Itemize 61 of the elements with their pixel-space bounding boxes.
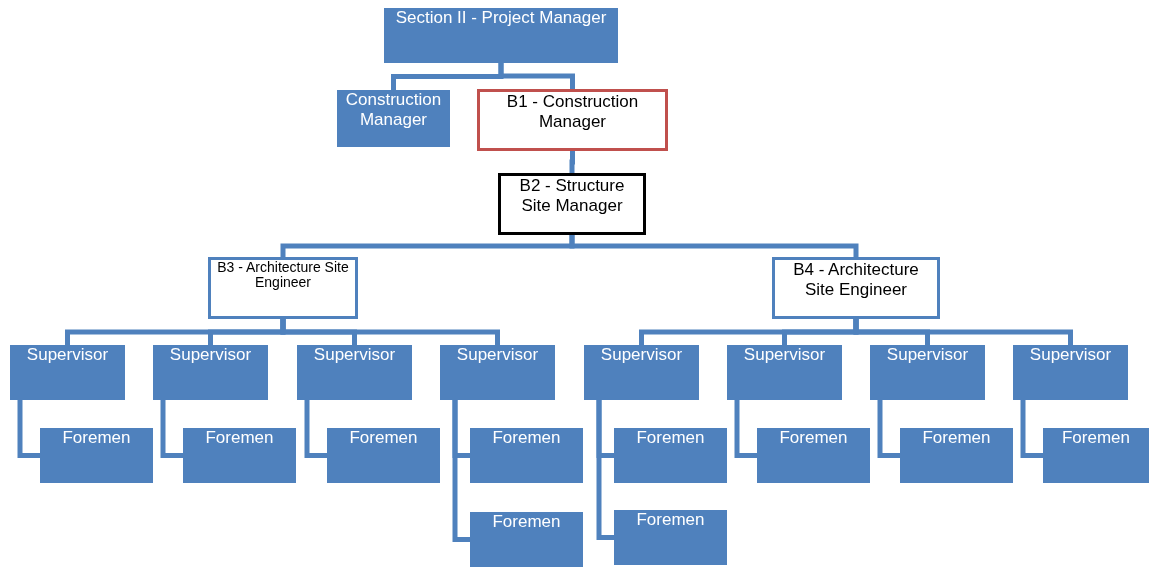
- connector-line: [877, 400, 900, 458]
- connector-line: [160, 400, 183, 458]
- org-box: [727, 345, 842, 400]
- org-box: [153, 345, 268, 400]
- connector-line: [304, 400, 327, 458]
- role-title: Construction Manager: [344, 90, 443, 131]
- role-title: Foremen: [349, 428, 418, 449]
- role-title: Foremen: [62, 428, 131, 449]
- connector-line: [1020, 400, 1043, 458]
- role-title: Foremen: [779, 428, 848, 449]
- org-box: [477, 89, 668, 151]
- role-title: B3 - Architecture Site Engineer: [216, 260, 350, 291]
- connector-line: [596, 400, 614, 540]
- org-box: [470, 428, 583, 483]
- org-box: [208, 257, 358, 319]
- role-title: Foremen: [492, 512, 561, 533]
- org-box: [1013, 345, 1128, 400]
- role-title: Supervisor: [313, 345, 396, 366]
- org-box: [772, 257, 940, 319]
- org-box: [614, 510, 727, 565]
- org-box: [40, 428, 153, 483]
- role-title: Foremen: [205, 428, 274, 449]
- role-title: Supervisor: [1029, 345, 1112, 366]
- org-box: [384, 8, 618, 63]
- org-box: [470, 512, 583, 567]
- role-title: B1 - Construction Manager: [505, 92, 640, 133]
- org-box: [757, 428, 870, 483]
- role-title: Foremen: [492, 428, 561, 449]
- org-box: [337, 90, 450, 147]
- connector-line: [734, 400, 757, 458]
- org-box: [498, 173, 646, 235]
- role-title: Supervisor: [169, 345, 252, 366]
- connector-line: [569, 235, 859, 257]
- role-title: Foremen: [636, 510, 705, 531]
- org-box: [614, 428, 727, 483]
- role-title: Supervisor: [26, 345, 109, 366]
- org-box: [870, 345, 985, 400]
- org-box: [584, 345, 699, 400]
- connector-line: [853, 319, 1073, 345]
- connector-line: [569, 151, 575, 173]
- role-title: Supervisor: [600, 345, 683, 366]
- role-title: Foremen: [1062, 428, 1130, 449]
- connector-line: [498, 63, 575, 89]
- org-box: [900, 428, 1013, 483]
- role-title: Supervisor: [456, 345, 539, 366]
- org-box: [440, 345, 555, 400]
- org-box: [1043, 428, 1149, 483]
- role-title: B2 - Structure Site Manager: [518, 176, 626, 217]
- role-title: Foremen: [636, 428, 705, 449]
- role-title: Supervisor: [743, 345, 826, 366]
- connector-line: [17, 400, 40, 458]
- org-box: [297, 345, 412, 400]
- org-box: [183, 428, 296, 483]
- role-title: Section II - Project Manager: [395, 8, 607, 29]
- role-title: B4 - Architecture Site Engineer: [792, 260, 920, 301]
- role-title: Foremen: [922, 428, 991, 449]
- connector-line: [452, 400, 470, 542]
- org-box: [327, 428, 440, 483]
- role-title: Supervisor: [886, 345, 969, 366]
- org-box: [10, 345, 125, 400]
- connector-line: [280, 319, 500, 345]
